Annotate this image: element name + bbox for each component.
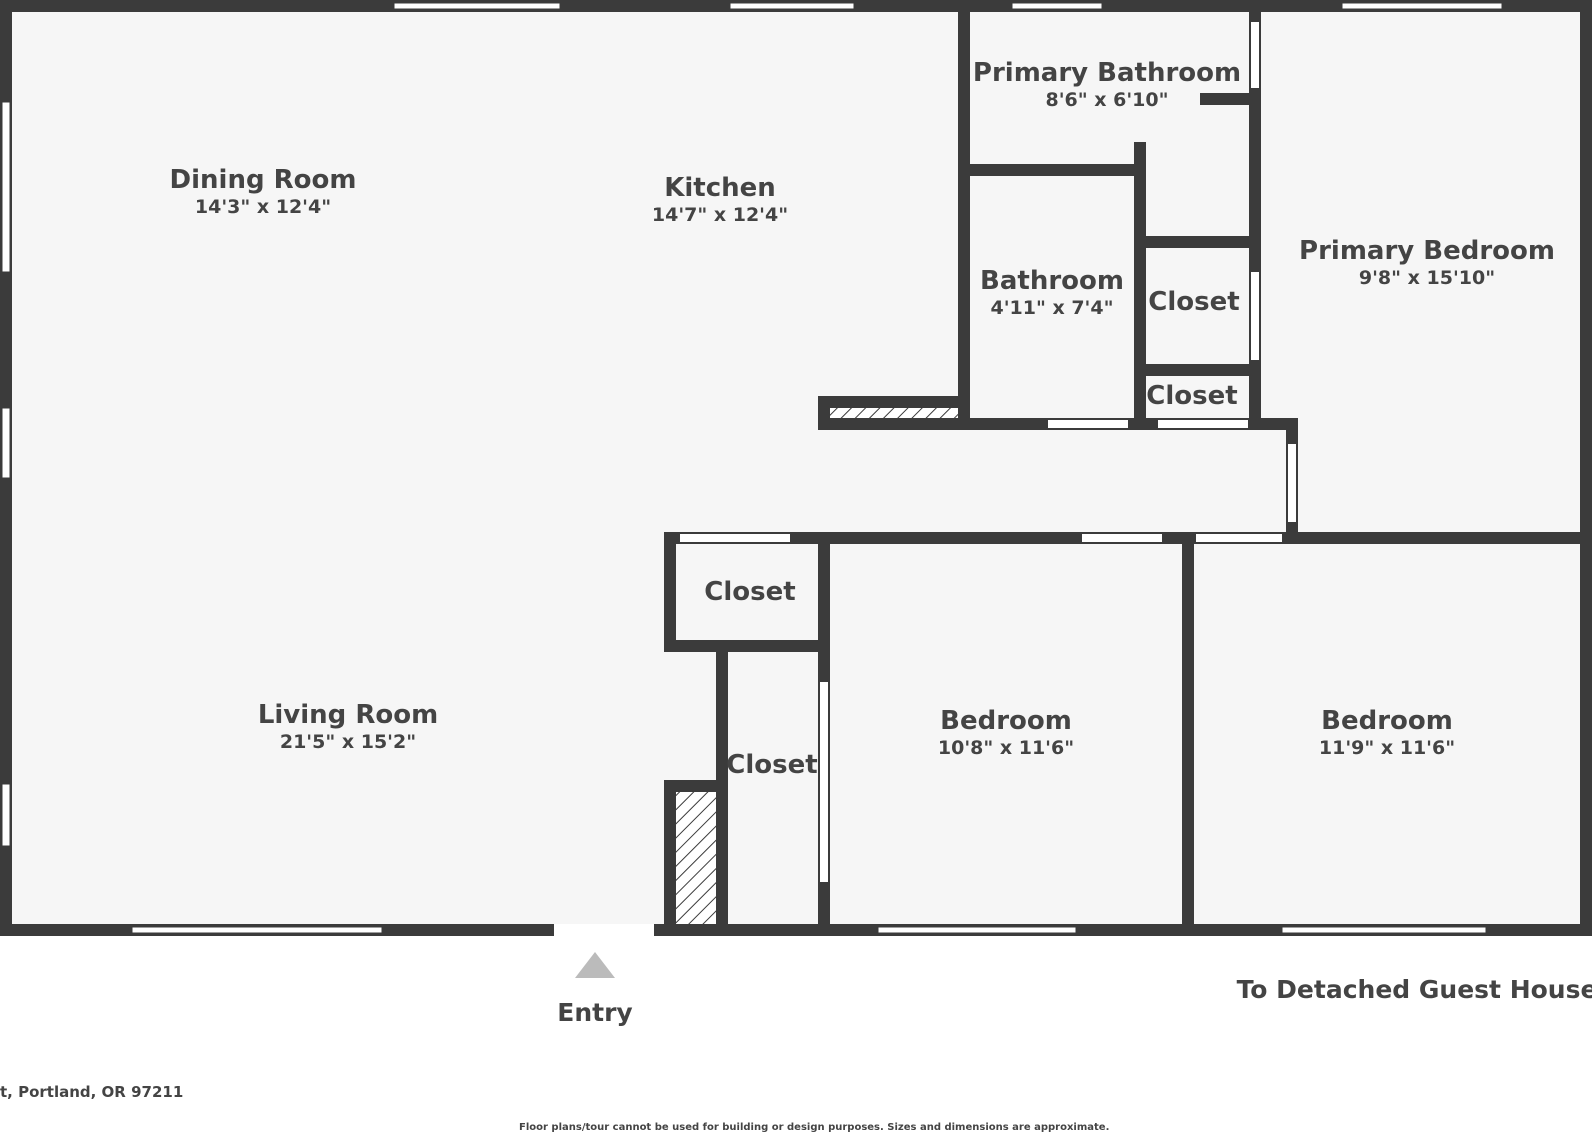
window-bottom-bedroom-right — [1281, 926, 1487, 934]
wall-bedrooms-divider — [1182, 532, 1194, 932]
window-bottom-bedroom-center — [877, 926, 1077, 934]
room-dimensions: 9'8" x 15'10" — [1358, 267, 1496, 289]
window-left-upper — [1, 101, 11, 273]
label-bathroom: Bathroom 4'11" x 7'4" — [980, 266, 1124, 320]
label-dining-room: Dining Room 14'3" x 12'4" — [170, 165, 357, 219]
door-primary-bedroom — [1288, 444, 1296, 522]
entry-arrow-icon — [575, 952, 615, 978]
label-kitchen: Kitchen 14'7" x 12'4" — [652, 173, 788, 227]
wall-closet-middle — [1134, 364, 1258, 376]
floor-area — [6, 6, 1586, 929]
room-name: Closet — [1146, 381, 1238, 411]
room-dimensions: 10'8" x 11'6" — [937, 737, 1075, 759]
wall-chimney-outline — [664, 780, 728, 792]
counter-hatch — [830, 408, 958, 418]
room-name: Living Room — [257, 700, 439, 730]
window-top-kitchen — [729, 2, 855, 10]
room-dimensions: 21'5" x 15'2" — [279, 731, 417, 753]
wall-closet-top — [1134, 236, 1258, 248]
room-name: Bathroom — [980, 266, 1124, 296]
label-bedroom-right: Bedroom 11'9" x 11'6" — [1319, 706, 1455, 760]
room-name: Primary Bathroom — [972, 58, 1242, 88]
entry-label: Entry — [557, 998, 633, 1027]
outer-wall-right — [1580, 0, 1592, 936]
door-closet-tall — [820, 682, 828, 882]
door-closet-lower — [1158, 420, 1248, 428]
room-dimensions: 14'3" x 12'4" — [194, 196, 332, 218]
door-bedroom-center — [1082, 534, 1162, 542]
wall-bath-top — [958, 164, 1138, 176]
label-closet-tall: Closet — [726, 750, 817, 780]
address-text: t, Portland, OR 97211 — [0, 1083, 184, 1101]
wall-closet-hall-south — [664, 640, 824, 652]
room-dimensions: 8'6" x 6'10" — [1045, 89, 1169, 111]
chimney-hatch — [676, 792, 716, 924]
room-name: Bedroom — [1321, 706, 1453, 736]
entry-doorway — [554, 924, 654, 936]
label-primary-bedroom: Primary Bedroom 9'8" x 15'10" — [1299, 236, 1555, 290]
label-primary-bathroom: Primary Bathroom 8'6" x 6'10" — [973, 58, 1241, 112]
wall-bath-east — [1134, 142, 1146, 430]
windows — [1, 2, 1503, 934]
window-bottom-living — [131, 926, 383, 934]
room-name: Closet — [726, 750, 818, 780]
window-top-primary-bath — [1011, 2, 1103, 10]
disclaimer-text: Floor plans/tour cannot be used for buil… — [519, 1122, 1110, 1133]
window-left-middle — [1, 407, 11, 479]
window-left-lower — [1, 783, 11, 847]
room-dimensions: 11'9" x 11'6" — [1318, 737, 1456, 759]
wall-counter-top — [818, 396, 966, 408]
window-top-primary-bedroom — [1341, 2, 1503, 10]
door-primary-bath — [1251, 22, 1259, 88]
label-living-room: Living Room 21'5" x 15'2" — [258, 700, 438, 754]
label-closet-upper: Closet — [1148, 287, 1239, 317]
door-closet-upper — [1251, 272, 1259, 360]
wall-primary-bath-stub — [1200, 93, 1260, 105]
room-dimensions: 14'7" x 12'4" — [651, 204, 789, 226]
wall-kitchen-east — [958, 0, 970, 430]
label-closet-lower: Closet — [1146, 381, 1237, 411]
wall-primary-bedroom-south — [1286, 532, 1592, 544]
wall-closet-hall-west — [664, 532, 676, 652]
room-name: Primary Bedroom — [1299, 236, 1555, 266]
room-name: Closet — [704, 577, 796, 607]
room-dimensions: 4'11" x 7'4" — [990, 297, 1114, 319]
room-name: Dining Room — [169, 165, 357, 195]
guest-house-label: To Detached Guest House — [1236, 975, 1592, 1004]
wall-chimney-west — [664, 780, 676, 930]
room-name: Bedroom — [940, 706, 1072, 736]
window-top-dining — [393, 2, 561, 10]
door-bedroom-right — [1196, 534, 1282, 542]
room-name: Kitchen — [664, 173, 776, 203]
label-closet-hall: Closet — [704, 577, 795, 607]
door-bathroom — [1048, 420, 1128, 428]
room-name: Closet — [1148, 287, 1240, 317]
door-closet-hall — [680, 534, 790, 542]
label-bedroom-center: Bedroom 10'8" x 11'6" — [938, 706, 1074, 760]
door-openings — [554, 22, 1296, 936]
